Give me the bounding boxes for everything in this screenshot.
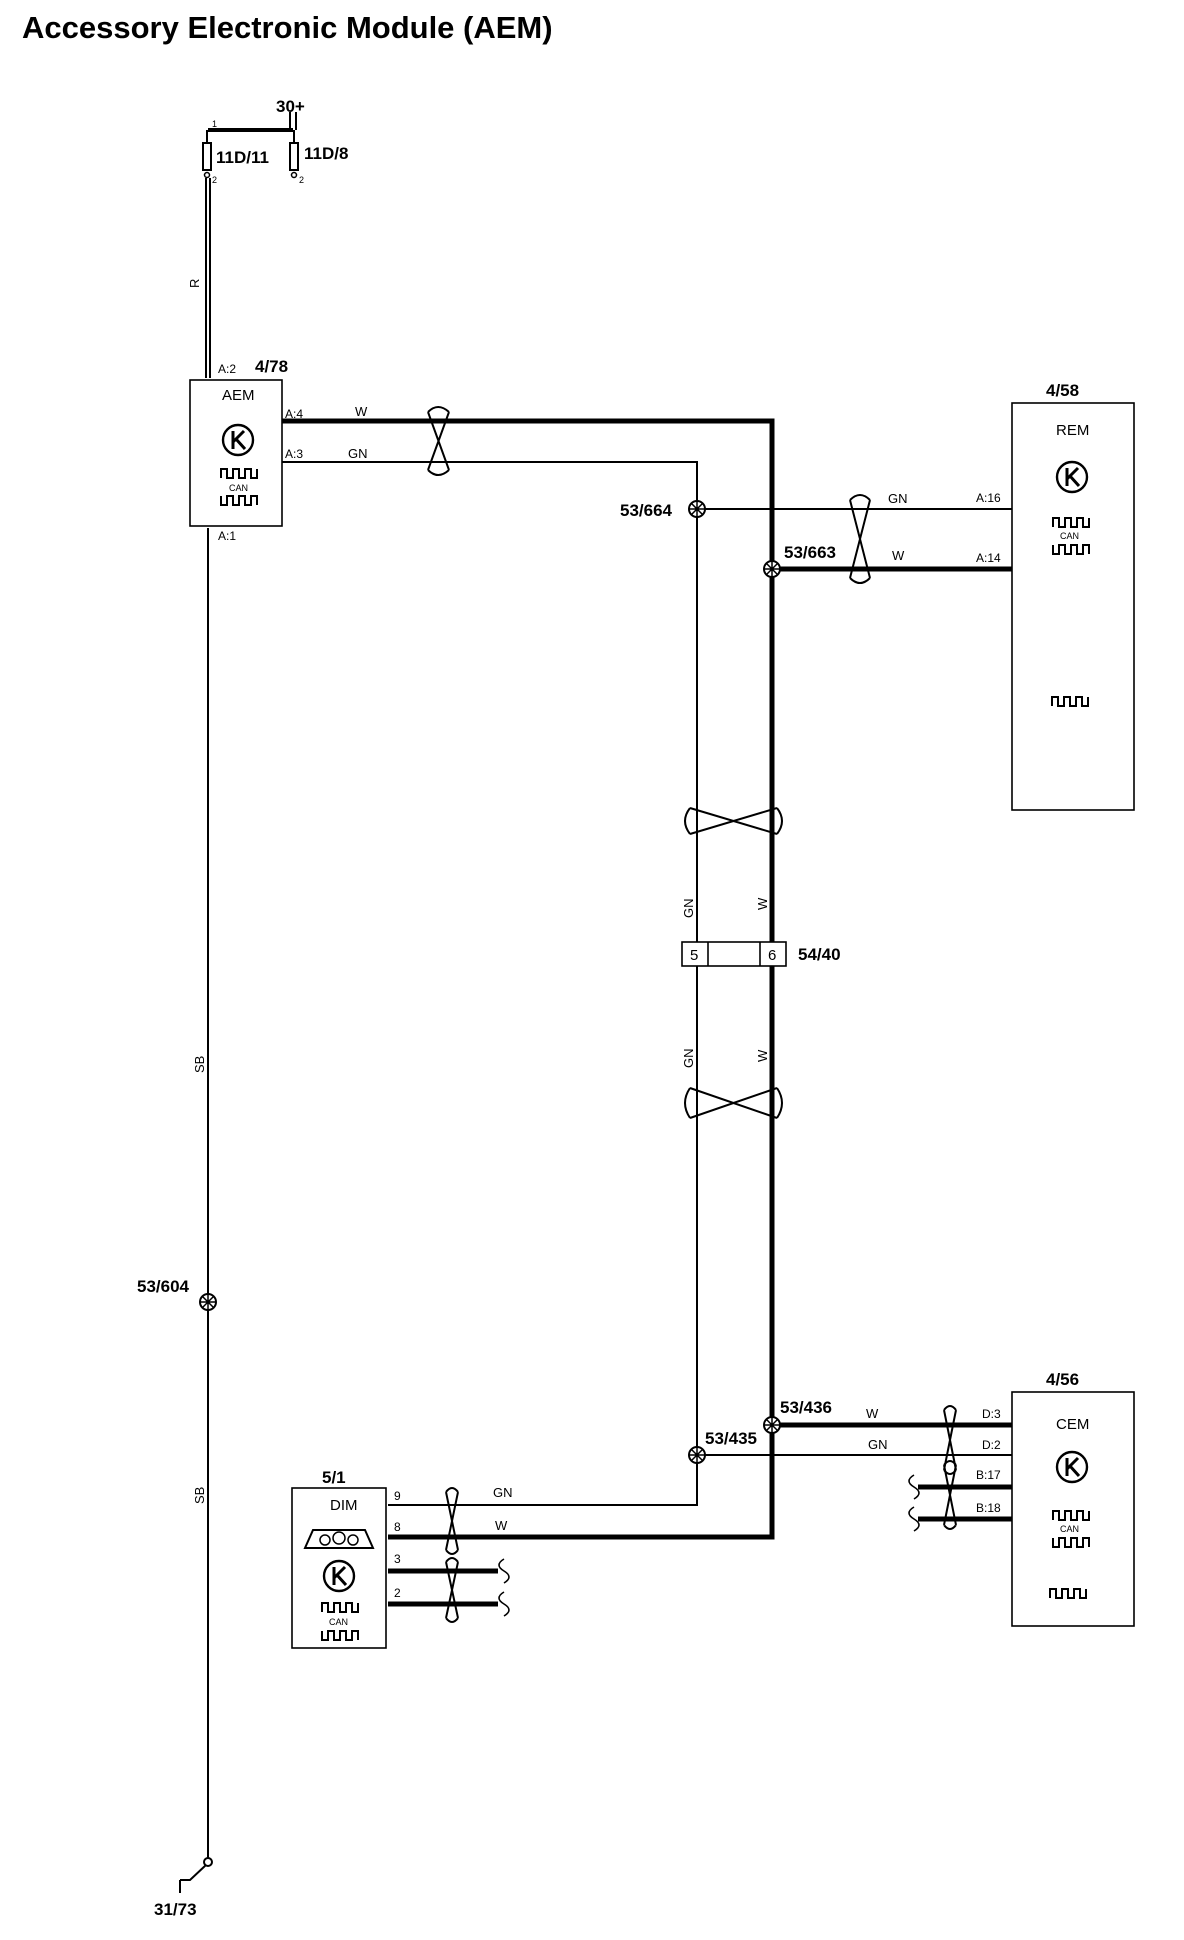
- rem-ref: 4/58: [1046, 381, 1079, 400]
- splice-53-664-label: 53/664: [620, 501, 673, 520]
- splice-53-436-label: 53/436: [780, 1398, 832, 1417]
- splice-53-664: 53/664: [620, 500, 706, 520]
- rem-can-label: CAN: [1060, 531, 1079, 541]
- dim-name: DIM: [330, 1497, 358, 1514]
- rem-signal-icon-lower: [1051, 696, 1089, 707]
- cem-pin-d2: D:2: [982, 1438, 1001, 1452]
- fuse-left-pin-2: 2: [212, 175, 217, 185]
- rem-name: REM: [1056, 422, 1089, 439]
- dim-ref: 5/1: [322, 1468, 346, 1487]
- fuse-right-pin-2: 2: [299, 175, 304, 185]
- aem-module: 4/78 A:2 AEM CAN A:4 A:3 A:1: [189, 357, 303, 543]
- aem-pin-a2: A:2: [218, 362, 236, 376]
- cem-ref: 4/56: [1046, 1370, 1079, 1389]
- instrument-cluster-icon: [303, 1529, 375, 1549]
- wire-sb: SB SB: [192, 528, 209, 1858]
- splice-53-604: 53/604: [137, 1277, 217, 1311]
- bus-gn-label-lower: GN: [681, 1049, 696, 1069]
- fuse-pin-1: 1: [212, 119, 217, 129]
- splice-53-436: 53/436: [763, 1398, 832, 1434]
- fuse-11d8: 11D/8 2: [289, 130, 348, 185]
- connector-label: 54/40: [798, 945, 841, 964]
- wire-sb-label-upper: SB: [192, 1056, 207, 1073]
- rem-w-label: W: [892, 548, 905, 563]
- dim-pin-9: 9: [394, 1489, 401, 1503]
- fuse-left-label: 11D/11: [216, 148, 269, 167]
- cem-signal-icon: [1052, 1510, 1090, 1521]
- rem-signal-icon: [1052, 517, 1090, 528]
- wire-sb-label-lower: SB: [192, 1487, 207, 1504]
- dim-w-label: W: [495, 1518, 508, 1533]
- splice-53-663: 53/663: [763, 543, 836, 578]
- connector-54-40: 5 6 54/40: [681, 941, 841, 967]
- rem-module: 4/58 REM CAN A:16 A:14: [976, 381, 1135, 811]
- rem-gn-label: GN: [888, 491, 908, 506]
- dim-pin-3: 3: [394, 1552, 401, 1566]
- dim-pin-8: 8: [394, 1520, 401, 1534]
- aem-w-label: W: [355, 404, 368, 419]
- dim-can-icon: [321, 1630, 359, 1641]
- fuse-11d11: 11D/11 2: [202, 130, 269, 185]
- aem-can-label: CAN: [229, 483, 248, 493]
- wire-r-label: R: [187, 279, 202, 288]
- bus-w-label-upper: W: [755, 897, 770, 910]
- connector-pin-6: 6: [768, 947, 776, 964]
- rem-pin-a14: A:14: [976, 551, 1001, 565]
- splice-53-663-label: 53/663: [784, 543, 836, 562]
- bus-gn-label-upper: GN: [681, 899, 696, 919]
- rem-pin-a16: A:16: [976, 491, 1001, 505]
- cem-pin-d3: D:3: [982, 1407, 1001, 1421]
- bus-w-label-lower: W: [755, 1049, 770, 1062]
- wire-r: R: [187, 178, 211, 378]
- cem-pin-b17: B:17: [976, 1468, 1001, 1482]
- splice-53-604-label: 53/604: [137, 1277, 190, 1296]
- supply-label: 30+: [276, 97, 305, 116]
- aem-pin-a1: A:1: [218, 529, 236, 543]
- cem-can-label: CAN: [1060, 1524, 1079, 1534]
- aem-pin-a3: A:3: [285, 447, 303, 461]
- cem-signal-icon-lower: [1049, 1588, 1087, 1599]
- splice-53-435-label: 53/435: [705, 1429, 757, 1448]
- power-supply: 30+ 1: [208, 97, 305, 132]
- twist-markers: [427, 406, 957, 1623]
- cem-module: 4/56 CEM CAN D:3 D:2 B:17 B:18: [908, 1370, 1135, 1627]
- splice-53-435: 53/435: [688, 1429, 757, 1464]
- fuse-right-label: 11D/8: [304, 144, 348, 163]
- cem-can-icon: [1052, 1537, 1090, 1548]
- aem-ref: 4/78: [255, 357, 288, 376]
- cem-name: CEM: [1056, 1416, 1089, 1433]
- connector-pin-5: 5: [690, 947, 698, 964]
- cem-pin-b18: B:18: [976, 1501, 1001, 1515]
- rem-can-icon: [1052, 544, 1090, 555]
- aem-gn-label: GN: [348, 446, 368, 461]
- ground-31-73: 31/73: [154, 1857, 213, 1919]
- ground-label: 31/73: [154, 1900, 197, 1919]
- can-bus-wires: W GN GN W GN W GN W W GN GN W: [282, 404, 1012, 1540]
- dim-module: 5/1 DIM CAN 9 8 3 2: [291, 1468, 510, 1649]
- aem-can-icon: [220, 495, 258, 506]
- aem-signal-icon: [220, 468, 258, 479]
- aem-name: AEM: [222, 387, 255, 404]
- cem-gn-label: GN: [868, 1437, 888, 1452]
- dim-gn-label: GN: [493, 1485, 513, 1500]
- page-title: Accessory Electronic Module (AEM): [22, 10, 553, 45]
- dim-signal-icon: [321, 1602, 359, 1613]
- dim-pin-2: 2: [394, 1586, 401, 1600]
- dim-can-label: CAN: [329, 1617, 348, 1627]
- aem-pin-a4: A:4: [285, 407, 303, 421]
- cem-w-label: W: [866, 1406, 879, 1421]
